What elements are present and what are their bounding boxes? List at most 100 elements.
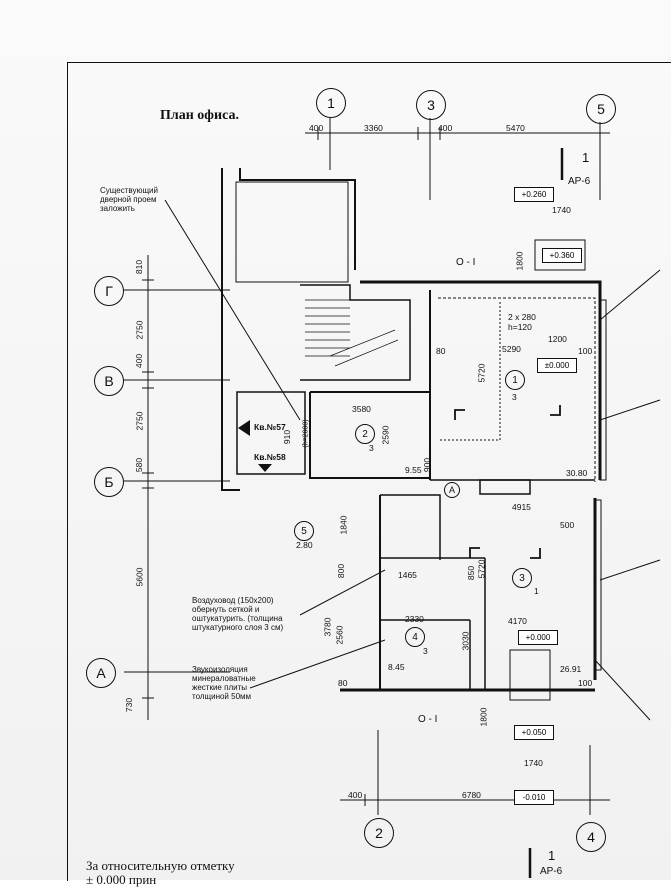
section-number-top: 1 xyxy=(582,150,590,165)
wc-walls xyxy=(380,494,441,560)
dim-1200: 1200 xyxy=(548,334,567,344)
axis-bubble-4: 4 xyxy=(576,822,606,852)
dim-left-400: 400 xyxy=(134,353,145,369)
dim-h120: h=120 xyxy=(508,322,532,332)
dim-100-lower: 100 xyxy=(578,678,593,688)
elevation-box-e5: +0.050 xyxy=(514,725,554,740)
axis-bubble-G: Г xyxy=(94,276,124,306)
axis-bubble-5: 5 xyxy=(586,94,616,124)
section-sheet-bottom: АР-6 xyxy=(540,866,563,877)
stair-well-upper xyxy=(235,181,349,283)
note-sound-insulation: Звукоизоляция минераловатные жесткие пли… xyxy=(192,665,256,701)
area-mark-a1: 3 xyxy=(512,392,517,402)
area-mark-a2: 3 xyxy=(369,443,374,453)
area-mark-a4: 3 xyxy=(423,646,428,656)
dim-500: 500 xyxy=(560,520,575,530)
area-mark-a8: 8.45 xyxy=(388,662,405,672)
axis-bubble-1: 1 xyxy=(316,88,346,118)
dim-left-810: 810 xyxy=(134,259,145,275)
dim-bottom-6780: 6780 xyxy=(462,790,481,800)
dim-4915: 4915 xyxy=(512,502,531,512)
dim-3580: 3580 xyxy=(352,404,371,414)
dim-left-580: 580 xyxy=(134,457,145,473)
dim-h2080: (h=2080) xyxy=(302,419,310,448)
apartment-block xyxy=(236,391,306,475)
stair-treads xyxy=(305,299,399,367)
dim-1840: 1840 xyxy=(338,515,349,535)
leader-existing-door xyxy=(164,199,301,421)
counter-block xyxy=(479,479,531,495)
room-2-walls xyxy=(309,391,431,479)
section-label-bottom: О - I xyxy=(418,714,438,725)
leader-sound xyxy=(249,639,386,689)
axis-bubble-B: Б xyxy=(94,467,124,497)
elevation-box-e2: +0.360 xyxy=(542,248,582,263)
dim-1465: 1465 xyxy=(398,570,417,580)
dim-1800-bottom: 1800 xyxy=(478,707,489,727)
dim-2590: 2590 xyxy=(380,425,391,445)
dim-3030: 3030 xyxy=(460,631,471,651)
dim-left-2750a: 2750 xyxy=(134,320,145,340)
dim-2330: 2330 xyxy=(405,614,424,624)
elevation-box-e1: +0.260 xyxy=(514,187,554,202)
dim-left-2750b: 2750 xyxy=(134,411,145,431)
area-mark-a3: 1 xyxy=(534,586,539,596)
dim-4170: 4170 xyxy=(508,616,527,626)
dim-left-5600: 5600 xyxy=(134,567,145,587)
stair-well-lower xyxy=(300,284,411,381)
dim-top-400a: 400 xyxy=(309,123,324,133)
dim-2560: 2560 xyxy=(334,625,345,645)
leader-duct xyxy=(299,569,386,616)
section-label-top: О - I xyxy=(456,257,476,268)
elevation-box-e6: -0.010 xyxy=(514,790,554,805)
dim-800: 800 xyxy=(336,563,347,579)
page-title: План офиса. xyxy=(160,108,239,123)
bottom-note: За относительную отметку xyxy=(86,858,235,873)
core-wall-left xyxy=(221,168,240,491)
axis-bubble-A: А xyxy=(86,658,116,688)
dim-1740-top: 1740 xyxy=(552,205,571,215)
area-mark-a5: 2.80 xyxy=(296,540,313,550)
dim-top-5470: 5470 xyxy=(506,123,525,133)
note-duct: Воздуховод (150х200) обернуть сеткой и о… xyxy=(192,596,284,632)
dim-80-lower: 80 xyxy=(338,678,348,688)
window-east-lower xyxy=(594,499,602,671)
area-mark-a6: 9.55 xyxy=(405,465,422,475)
entrance-step-top xyxy=(534,239,586,271)
section-sheet-top: АР-6 xyxy=(568,176,591,187)
area-mark-a7: 30.80 xyxy=(566,468,588,478)
corridor-bubble-4: А xyxy=(444,482,460,498)
area-mark-a9: 26.91 xyxy=(560,664,582,674)
apartment-label-57: Кв.№57 xyxy=(254,422,286,432)
window-east-upper xyxy=(599,299,607,481)
dim-bottom-400: 400 xyxy=(348,790,363,800)
dim-5720-upper: 5720 xyxy=(476,363,487,383)
dim-top-400b: 400 xyxy=(438,123,453,133)
dim-850: 850 xyxy=(466,565,477,581)
room-bubble-3: 3 xyxy=(512,568,532,588)
room-bubble-4: 4 xyxy=(405,627,425,647)
drawing-sheet-border xyxy=(67,62,671,881)
room-bubble-5: 5 xyxy=(294,521,314,541)
sound-insulation-line xyxy=(438,297,596,482)
room-bubble-1: 1 xyxy=(505,370,525,390)
apartment-arrow-58 xyxy=(258,464,272,472)
dim-80-upper: 80 xyxy=(436,346,446,356)
room-bubble-2: 2 xyxy=(355,424,375,444)
axis-bubble-2: 2 xyxy=(364,818,394,848)
dim-900: 900 xyxy=(422,457,433,473)
entrance-step-bottom xyxy=(509,649,551,701)
dim-5290: 5290 xyxy=(502,344,521,354)
dim-1740-bottom: 1740 xyxy=(524,758,543,768)
dim-3780: 3780 xyxy=(322,617,333,637)
elevation-box-e3: ±0.000 xyxy=(537,358,577,373)
apartment-label-58: Кв.№58 xyxy=(254,452,286,462)
elevation-box-e4: +0.000 xyxy=(518,630,558,645)
axis-bubble-V: В xyxy=(94,366,124,396)
note-existing-door: Существующий дверной проем заложить xyxy=(100,186,158,213)
apartment-arrow-57 xyxy=(238,420,250,436)
section-number-bottom: 1 xyxy=(548,848,556,863)
dim-100-upper: 100 xyxy=(578,346,593,356)
